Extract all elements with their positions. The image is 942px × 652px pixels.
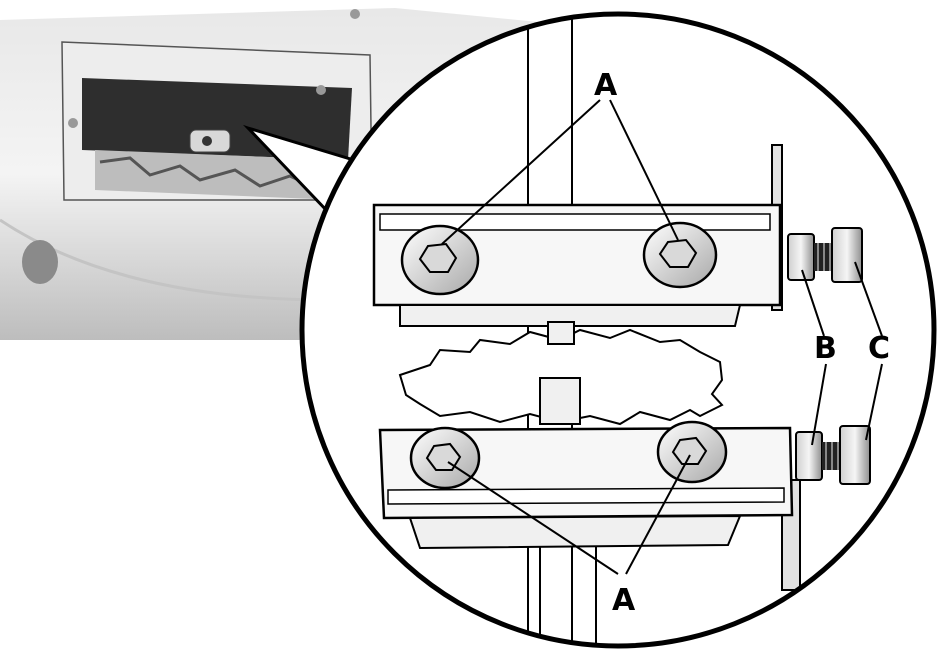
threaded-rod-top (814, 243, 834, 271)
magnified-view (299, 11, 937, 649)
nut-b-bottom (795, 431, 823, 481)
bolt-a-bottom-right (656, 420, 728, 484)
bolt-a-bottom-left (409, 426, 481, 490)
panel-screw-icon (316, 85, 326, 95)
bolt-a-top-right (642, 221, 718, 289)
top-bracket (372, 144, 863, 327)
callout-c: C (868, 331, 890, 366)
housing-hole-icon (22, 240, 58, 284)
threaded-rod-bottom (822, 442, 842, 470)
callout-b: B (814, 331, 837, 366)
callout-a-bottom: A (612, 583, 636, 618)
nut-b-top (787, 233, 815, 281)
magnifier-outline (299, 11, 937, 649)
nut-c-bottom (839, 425, 871, 485)
bottom-bracket (378, 420, 871, 591)
callout-a-top: A (594, 68, 618, 103)
panel-screw-icon (68, 118, 78, 128)
sprocket (398, 321, 724, 426)
screw-icon (350, 9, 360, 19)
bolt-a-top-left (400, 224, 480, 296)
leader-lines (441, 99, 883, 575)
nut-c-top (831, 227, 863, 283)
